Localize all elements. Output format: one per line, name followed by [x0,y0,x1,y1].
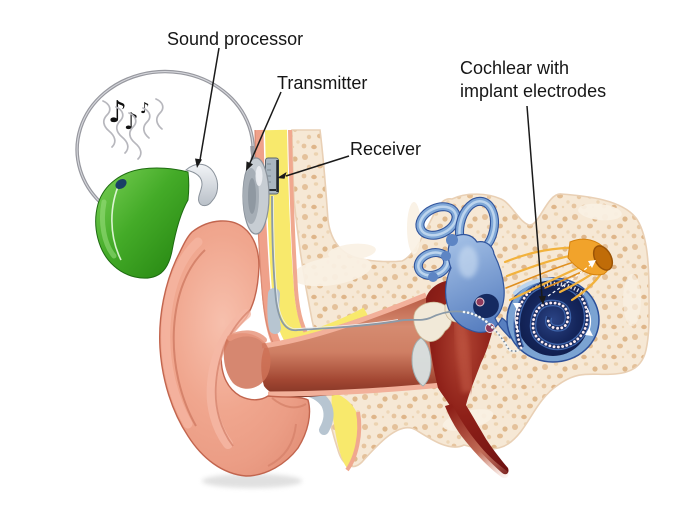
ear-pinna [158,220,311,488]
sound-wave-squiggles [102,98,164,160]
inner-ear [413,196,600,363]
processor-body [95,167,190,279]
sound-processor-leader [199,47,220,161]
bone-smooth-patches [292,202,641,431]
eardrum [411,337,432,387]
sound-processor-arrowhead [195,158,202,168]
skin-below-canal-edge [345,411,362,472]
annotation-leaders [195,47,546,305]
label-transmitter: Transmitter [277,73,368,93]
vestibule-highlight [458,246,478,278]
cochlea-wall-highlight [513,277,554,295]
antihelix-crease [214,309,251,447]
processor-button [115,178,127,190]
cochlea-arrowhead [538,295,546,305]
pinna-outline [158,220,311,477]
sound-processor-device [95,163,219,279]
internal-auditory-meatus [592,245,614,271]
auditory-nerve [503,238,614,302]
antihelix-ridge [206,309,251,449]
music-note-icon: ♪ [108,95,127,130]
processor-seam [111,181,122,261]
transmitter [242,145,270,235]
helix-fold-line [172,249,206,427]
transmitter-arrowhead [246,161,253,171]
label-cochlea: Cochlear with implant electrodes [460,58,607,101]
skin-inner-strip [288,129,314,344]
crus-helicis [227,330,267,343]
nerve-signal-arrowhead [588,260,596,268]
implant-electrode-wire [271,195,523,353]
cochlea-leader [526,105,543,298]
helix-rim [161,237,203,429]
rotation-direction-arrows [513,303,593,336]
implant-devices [75,69,279,279]
incoming-sound: ♪ ♪ ♪ [102,95,164,160]
ampullae [428,234,458,282]
concha-hollow [223,333,271,389]
eustachian-tube [445,404,509,479]
wire-under-skin [271,195,465,332]
malleus [413,301,453,342]
lobe-crease [267,423,297,467]
label-receiver: Receiver [350,139,422,159]
music-note-icon: ♪ [124,109,139,135]
cochlea [506,277,600,363]
label-sound-processor: Sound processor [167,29,304,49]
processor-highlight [99,199,117,259]
wire-glint [273,195,399,329]
canal-skin-lining-bottom [267,382,443,397]
ear-shadow [202,474,302,488]
wire-beads [462,310,523,353]
antitragus-crease [271,397,307,409]
transmitter-leader [249,91,282,164]
fat-below-canal [331,392,360,468]
headpiece-cable-glint [76,71,254,203]
receiver-arrowhead [277,172,287,179]
receiver-leader [285,155,350,177]
ear-hook [184,163,219,207]
